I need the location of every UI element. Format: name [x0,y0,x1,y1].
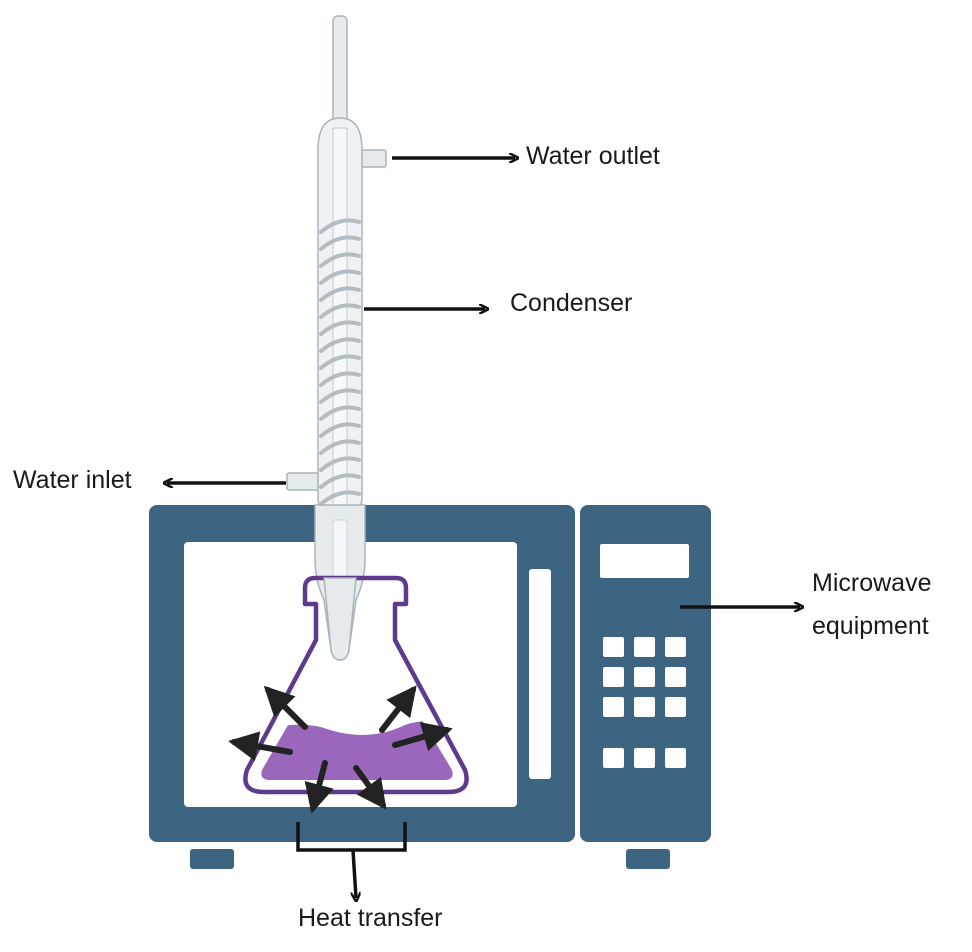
keypad-button [603,637,624,657]
condenser-coil [319,218,361,506]
coil-turn [319,252,361,268]
coil-turn [319,422,361,438]
keypad-button [603,748,624,768]
water-inlet-label: Water inlet [13,466,132,494]
heat-transfer-bracket [296,822,407,852]
microwave-oven [149,505,711,869]
microwave-foot-left [190,849,234,869]
heat-radiation-arrows [228,685,453,814]
flask-outline [243,575,469,795]
coil-turn [319,456,361,472]
coil-turn [319,354,361,370]
microwave-label-line1: Microwave [812,569,932,597]
display-screen [600,544,689,578]
coil-turn [319,303,361,319]
heat-transfer-label: Heat transfer [298,904,443,932]
keypad-button [603,667,624,687]
coil-turn [319,439,361,455]
keypad-button [603,697,624,717]
keypad-button [634,697,655,717]
label-arrows [167,158,800,898]
water-inlet-port [286,472,322,491]
heat-arrow-left [228,731,293,761]
condenser-inner-tube [332,127,348,529]
coil-turn [319,388,361,404]
water-outlet-label: Water outlet [526,142,660,170]
microwave-label-line2: equipment [812,612,929,640]
heat-arrow-right [392,722,453,752]
heat-arrow-up-right [379,685,417,733]
coil-turn [319,490,361,506]
keypad [603,637,686,768]
condenser-label: Condenser [510,289,633,317]
keypad-button [665,697,686,717]
drip-tube-tip [323,577,357,661]
coil-turn [319,473,361,489]
keypad-button [634,748,655,768]
keypad-button [634,667,655,687]
heat-arrow-down-right [353,765,387,810]
heat-transfer-arrow [353,849,356,898]
keypad-button [665,637,686,657]
coil-turn [319,371,361,387]
door-handle [529,569,551,779]
keypad-button [634,637,655,657]
keypad-button [665,748,686,768]
microwave-foot-right [626,849,670,869]
heat-arrow-up-left [263,685,308,730]
heat-arrow-down-left [304,760,334,814]
condenser-top-tube [332,15,348,129]
coil-turn [319,405,361,421]
coil-turn [319,320,361,336]
keypad-button [665,667,686,687]
coil-turn [319,218,361,234]
coil-turn [319,269,361,285]
coil-turn [319,286,361,302]
coil-turn [319,235,361,251]
coil-turn [319,337,361,353]
